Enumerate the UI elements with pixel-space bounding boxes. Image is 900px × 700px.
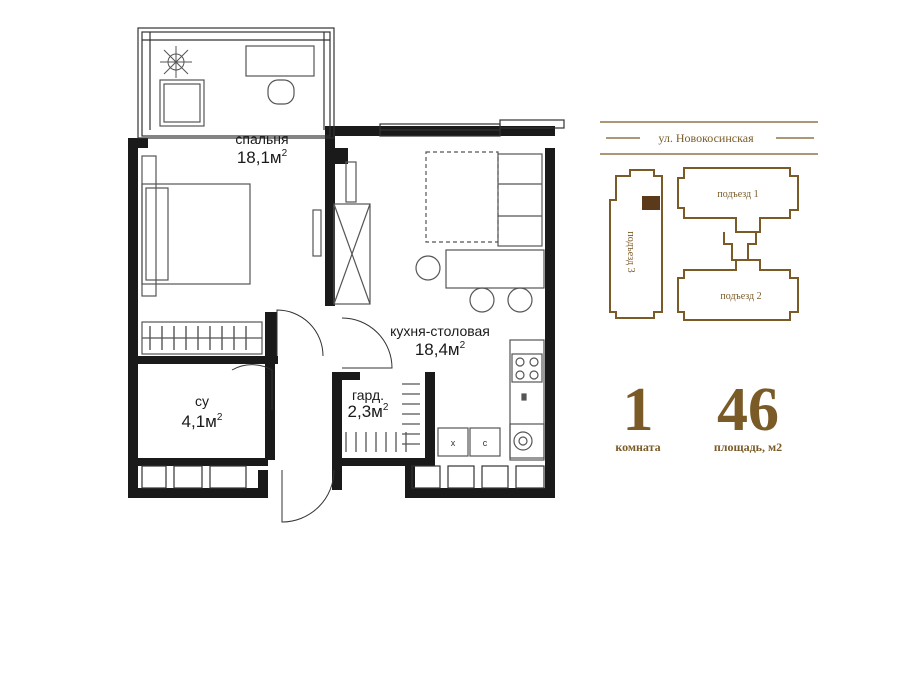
sofa — [497, 153, 543, 247]
walkin-wardrobe-hangers — [345, 383, 420, 452]
entrance-1-label: подъезд 1 — [717, 189, 758, 200]
plant-icon — [160, 46, 192, 78]
wardrobe-hangers — [149, 326, 247, 350]
site-plan: ул. Новокосинская подъезд 1 подъезд 2 по… — [600, 121, 818, 321]
room-area-bedroom: 18,1м2 — [237, 148, 288, 167]
dryer-label: с — [483, 438, 488, 448]
room-area-kitchen: 18,4м2 — [415, 340, 466, 359]
stool — [415, 255, 441, 281]
room-area-bath: 4,1м2 — [182, 412, 223, 431]
sink — [513, 431, 533, 451]
building-outline — [609, 167, 799, 321]
desk — [245, 45, 315, 77]
entrance-3-label: подъезд 3 — [625, 231, 636, 272]
entrance-2-label: подъезд 2 — [720, 291, 761, 302]
bedroom-furniture — [141, 45, 315, 355]
sliding-closet — [312, 161, 371, 305]
street-lines — [600, 121, 818, 155]
windows — [141, 119, 565, 489]
room-name-kitchen: кухня-столовая — [390, 323, 490, 339]
washer — [437, 427, 469, 457]
kitchen-counter — [509, 339, 545, 461]
doors — [231, 309, 393, 523]
desk-chair — [267, 79, 295, 105]
floor-plan-walls — [128, 126, 555, 498]
room-name-wardrobe: гард. — [352, 387, 384, 403]
washer-label: х — [451, 438, 456, 448]
total-area-label: площадь, м2 — [714, 440, 782, 454]
stool — [469, 287, 495, 313]
street-name: ул. Новокосинская — [658, 131, 754, 145]
armchair — [159, 79, 205, 127]
stool — [507, 287, 533, 313]
room-area-wardrobe: 2,3м2 — [348, 402, 389, 421]
dryer — [469, 427, 501, 457]
room-name-bath: су — [195, 393, 209, 409]
rooms-count: 1 — [623, 376, 654, 444]
rooms-count-label: комната — [615, 440, 660, 454]
balcony — [137, 27, 335, 139]
room-name-bedroom: спальня — [235, 131, 288, 147]
stove — [511, 353, 543, 383]
apartment-location-marker — [642, 196, 660, 210]
rug — [425, 151, 499, 243]
kitchen-furniture — [415, 151, 545, 461]
dining-table — [445, 249, 545, 289]
total-area: 46 — [717, 376, 779, 444]
bed — [141, 183, 251, 285]
